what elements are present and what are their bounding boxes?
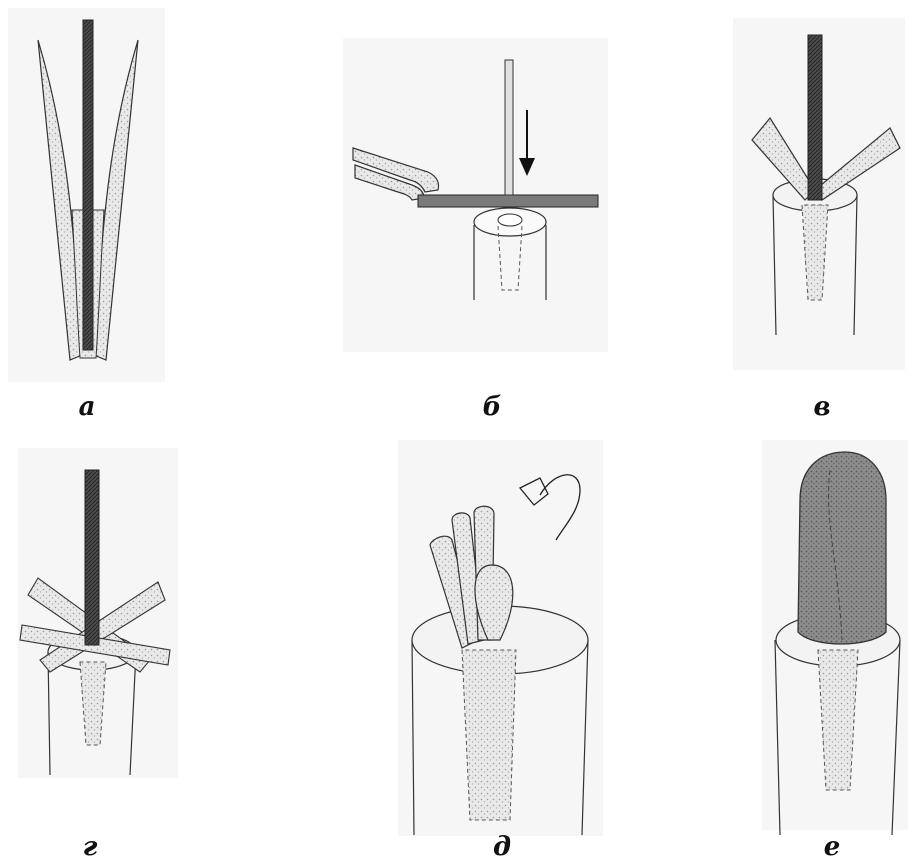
panel-e: е <box>762 440 908 862</box>
panel-b-needle <box>505 60 513 195</box>
panel-a-rod <box>83 20 93 350</box>
panel-g-label: г <box>83 832 98 862</box>
panel-g-rod <box>85 470 99 645</box>
panel-b: б <box>343 38 608 422</box>
panel-b-tube-hole <box>498 214 522 226</box>
panel-d-filling <box>462 650 516 820</box>
panel-v-rod <box>808 35 822 200</box>
panel-v-label: в <box>813 392 830 422</box>
panel-b-label: б <box>483 392 502 422</box>
panel-g: г <box>18 448 178 862</box>
panel-b-strip <box>418 195 598 207</box>
panel-v: в <box>733 18 905 422</box>
panel-d-label: д <box>493 832 511 862</box>
panel-a-label: а <box>79 392 96 422</box>
panel-a: а <box>8 8 165 422</box>
panel-e-cap <box>798 452 886 644</box>
panel-d: д <box>398 440 603 862</box>
panel-e-label: е <box>824 832 841 862</box>
